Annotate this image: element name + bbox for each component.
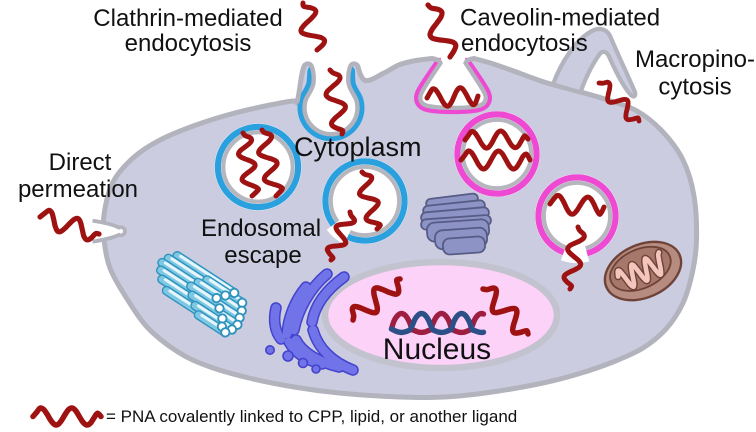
label-macropinocytosis-line1: Macropino- — [635, 46, 755, 73]
label-clathrin-line1: Clathrin-mediated — [93, 5, 282, 32]
endosome-1-coat — [214, 123, 302, 211]
endosome-2-coat — [322, 158, 408, 244]
dna-helix — [388, 310, 487, 336]
pna-near-clathrin-label — [298, 0, 328, 53]
pna-caveolin-vesicle1-a — [462, 128, 531, 151]
mitochondrion — [603, 240, 683, 302]
caveolin-vesicle-1-coat — [454, 111, 540, 197]
golgi-vesicle — [311, 364, 321, 374]
direct-permeation-notch — [92, 218, 127, 244]
microtubule-bundle — [155, 251, 248, 338]
label-direct-line1: Direct — [49, 149, 112, 176]
caveolin-pit-membrane — [418, 56, 488, 111]
pna-endosome2-escaping — [324, 209, 357, 263]
dna-strand-red — [388, 310, 487, 336]
golgi-cisterna — [308, 325, 358, 375]
macropinocytosis-ruffle — [550, 26, 638, 99]
pna-endosome2 — [356, 169, 383, 232]
label-direct-line2: permeation — [18, 176, 138, 203]
microtubule-end-cap — [229, 287, 240, 299]
endosome-1 — [214, 123, 302, 211]
endosome-1-membrane — [221, 130, 295, 204]
dna-strand-blue — [388, 310, 487, 336]
pna-caveolin-vesicle2-escaping — [561, 224, 587, 292]
golgi-cisterna — [307, 272, 349, 327]
pna-endosome1-b — [256, 127, 285, 199]
legend: = PNA covalently linked to CPP, lipid, o… — [30, 405, 517, 428]
pna-in-clathrin-pit — [323, 67, 348, 137]
microtubule-end-cap — [211, 292, 222, 304]
label-endosomal-line2: escape — [224, 242, 301, 269]
label-caveolin-line1: Caveolin-mediated — [460, 5, 660, 32]
pna-near-macropinocytosis — [596, 79, 642, 124]
pna-in-caveolin-pit — [424, 85, 481, 109]
pna-nucleus-left — [349, 276, 403, 323]
pna-near-caveolin-label — [425, 2, 459, 60]
golgi-cisterna — [270, 303, 286, 344]
legend-pna-squiggle — [30, 405, 104, 428]
golgi-vesicle — [264, 344, 275, 355]
legend-text: = PNA covalently linked to CPP, lipid, o… — [106, 407, 517, 426]
pna-nucleus-right — [480, 285, 531, 337]
microtubule-end-cap — [220, 327, 231, 338]
microtubule-end-cap — [220, 290, 231, 301]
golgi-cisterna — [289, 269, 332, 335]
label-endosomal-line1: Endosomal — [201, 215, 321, 242]
label-nucleus: Nucleus — [383, 333, 491, 366]
pna-caveolin-vesicle1-b — [458, 148, 533, 172]
clathrin-pit-membrane — [294, 61, 388, 137]
golgi-cisterna — [291, 335, 344, 372]
golgi-vesicle — [282, 350, 294, 362]
pna-squiggles — [37, 0, 642, 337]
label-macropinocytosis-line2: cytosis — [658, 74, 731, 101]
pna-direct-permeation — [37, 207, 102, 243]
golgi-cisterna — [282, 282, 311, 339]
mitochondrion-cristae — [615, 250, 664, 290]
golgi-vesicle — [297, 357, 309, 369]
golgi-stack-organelle — [420, 192, 492, 256]
pna-endosome1-a — [235, 130, 262, 199]
pna-caveolin-vesicle2 — [547, 192, 607, 217]
golgi-stack-cisterna — [442, 235, 486, 256]
label-cytoplasm: Cytoplasm — [294, 132, 422, 162]
endosome-2-membrane — [328, 164, 402, 238]
golgi-apparatus — [264, 268, 359, 376]
golgi-cisterna — [284, 337, 327, 369]
label-clathrin-line2: endocytosis — [125, 30, 252, 57]
microtubule-end-cap — [214, 303, 225, 314]
microtubule-highlight — [179, 254, 235, 292]
labels: Clathrin-mediated endocytosis Caveolin-m… — [18, 5, 755, 367]
label-caveolin-line2: endocytosis — [461, 30, 588, 57]
